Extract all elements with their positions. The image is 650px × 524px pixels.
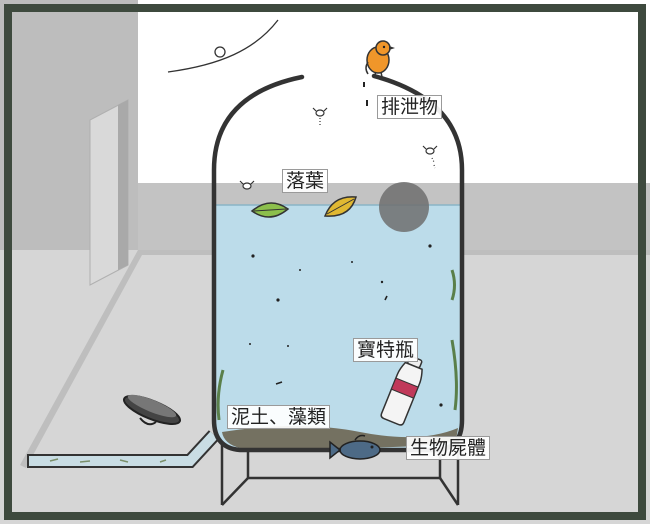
leaf-yellow-icon — [323, 196, 357, 217]
label-mud-algae: 泥土、藻類 — [227, 405, 331, 429]
floating-debris — [249, 244, 443, 407]
label-leaves: 落葉 — [282, 169, 329, 193]
leaf-green-icon — [250, 202, 290, 218]
dead-fish-icon — [329, 434, 381, 460]
algae — [216, 269, 458, 421]
insect-icon — [239, 180, 255, 190]
sky-area — [138, 0, 650, 183]
insect-icon — [422, 145, 438, 169]
tank-lid — [122, 394, 182, 426]
bird-droppings — [363, 82, 368, 106]
label-carcass: 生物屍體 — [406, 436, 491, 460]
diagram-frame — [4, 4, 646, 520]
wire-ring — [214, 46, 226, 58]
label-bottle: 寶特瓶 — [353, 338, 419, 362]
label-excrement: 排泄物 — [377, 95, 443, 119]
wall-pillar-edge — [118, 100, 128, 270]
outlet-pipe — [27, 430, 220, 468]
bird-icon — [365, 40, 395, 78]
insect-icon — [312, 107, 328, 127]
tank-stand — [220, 430, 460, 506]
sediment-layer — [222, 426, 458, 449]
tank-opening — [379, 182, 429, 232]
wire — [167, 19, 279, 73]
